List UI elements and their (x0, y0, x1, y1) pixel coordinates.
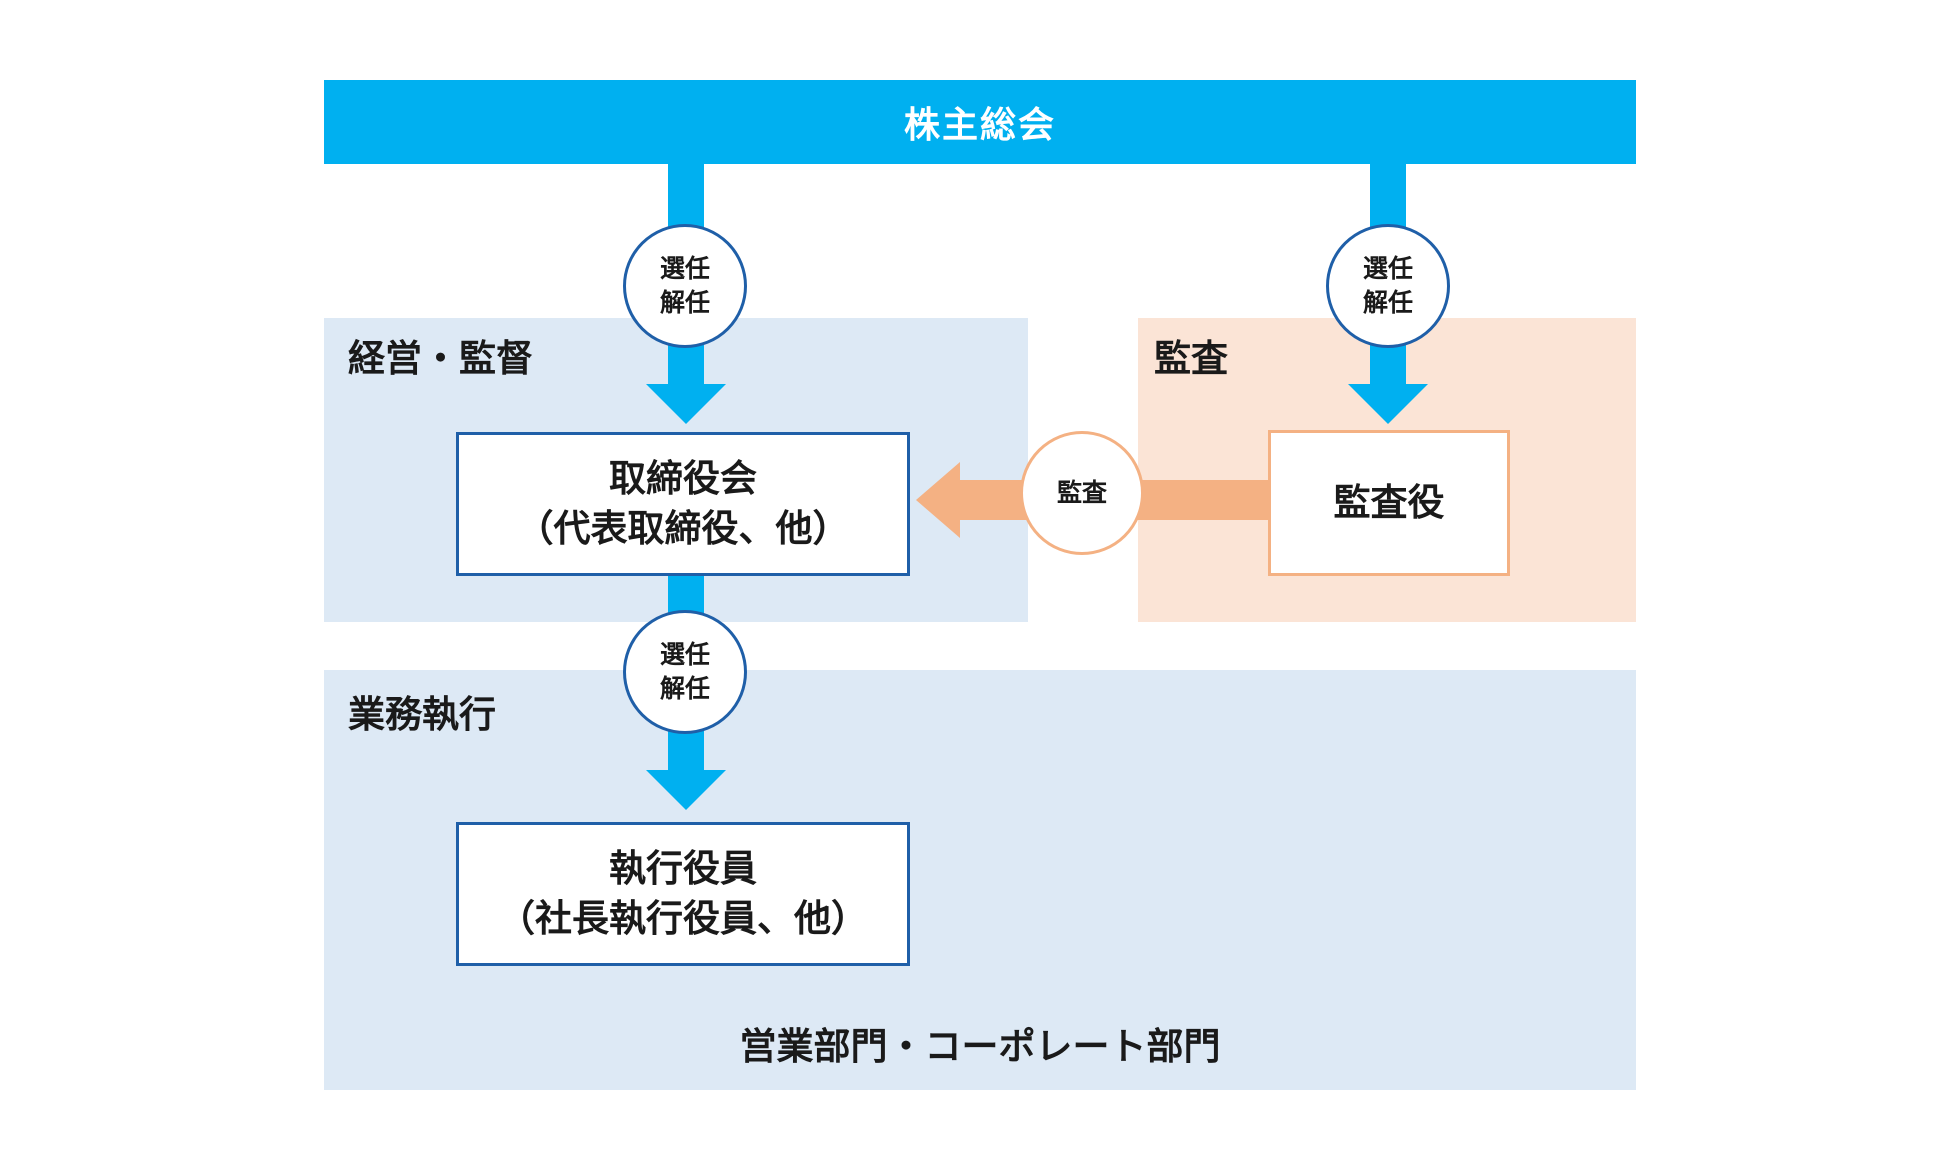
circle-label-line1: 選任 (659, 254, 710, 283)
circle-label-line1: 選任 (1362, 254, 1413, 283)
officers-subtitle: （社長執行役員、他） (498, 897, 868, 940)
appoint-board-arrowhead (646, 384, 726, 424)
audit-circle: 監査 (1020, 431, 1144, 555)
shareholders-meeting-label: 株主総会 (903, 105, 1056, 146)
appoint-dismiss-board-circle: 選任 解任 (623, 224, 747, 348)
circle-label-line1: 選任 (659, 640, 710, 669)
executive-officers-box: 執行役員 （社長執行役員、他） (456, 822, 910, 966)
officers-title: 執行役員 (609, 847, 757, 890)
audit-circle-label: 監査 (1056, 478, 1107, 507)
audit-zone-label: 監査 (1154, 337, 1228, 380)
appoint-auditor-arrowhead (1348, 384, 1428, 424)
circle-label-line2: 解任 (659, 288, 710, 317)
board-of-directors-box: 取締役会 （代表取締役、他） (456, 432, 910, 576)
shareholders-meeting-bar: 株主総会 (324, 80, 1636, 164)
appoint-dismiss-officers-circle: 選任 解任 (623, 610, 747, 734)
management-zone-label: 経営・監督 (348, 337, 533, 380)
board-title: 取締役会 (609, 457, 757, 500)
appoint-dismiss-auditor-circle: 選任 解任 (1326, 224, 1450, 348)
departments-label: 営業部門・コーポレート部門 (739, 1025, 1221, 1068)
auditor-box: 監査役 (1268, 430, 1510, 576)
circle-label-line2: 解任 (659, 674, 710, 703)
execution-zone-label: 業務執行 (348, 693, 496, 736)
circle-label-line2: 解任 (1362, 288, 1413, 317)
audit-arrowhead (916, 462, 960, 538)
appoint-officers-arrowhead (646, 770, 726, 810)
board-subtitle: （代表取締役、他） (516, 507, 850, 550)
auditor-title: 監査役 (1333, 481, 1445, 524)
